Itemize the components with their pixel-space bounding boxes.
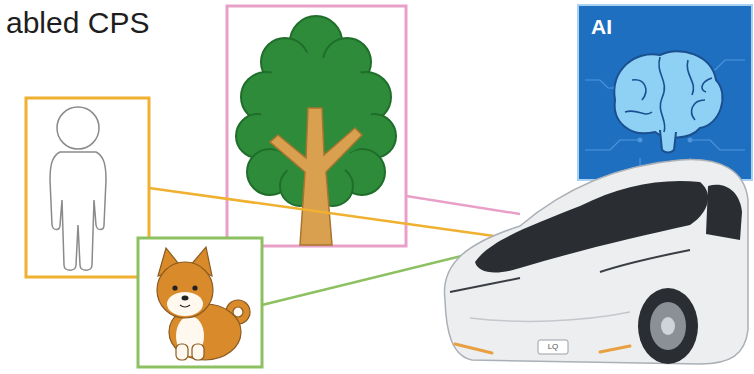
car-illustration [444,160,748,364]
dog-icon [157,247,250,360]
ai-card: AI [578,5,752,180]
person-icon [50,107,106,270]
license-plate: LQ [548,343,559,352]
card-title: AI [591,15,752,39]
dog-box [138,238,262,367]
person-box [26,98,149,277]
leader-line [149,188,494,236]
ai-card [578,5,752,180]
tree-box [227,6,406,246]
heading-fragment: abled CPS [6,6,149,39]
leader-line [406,196,520,214]
